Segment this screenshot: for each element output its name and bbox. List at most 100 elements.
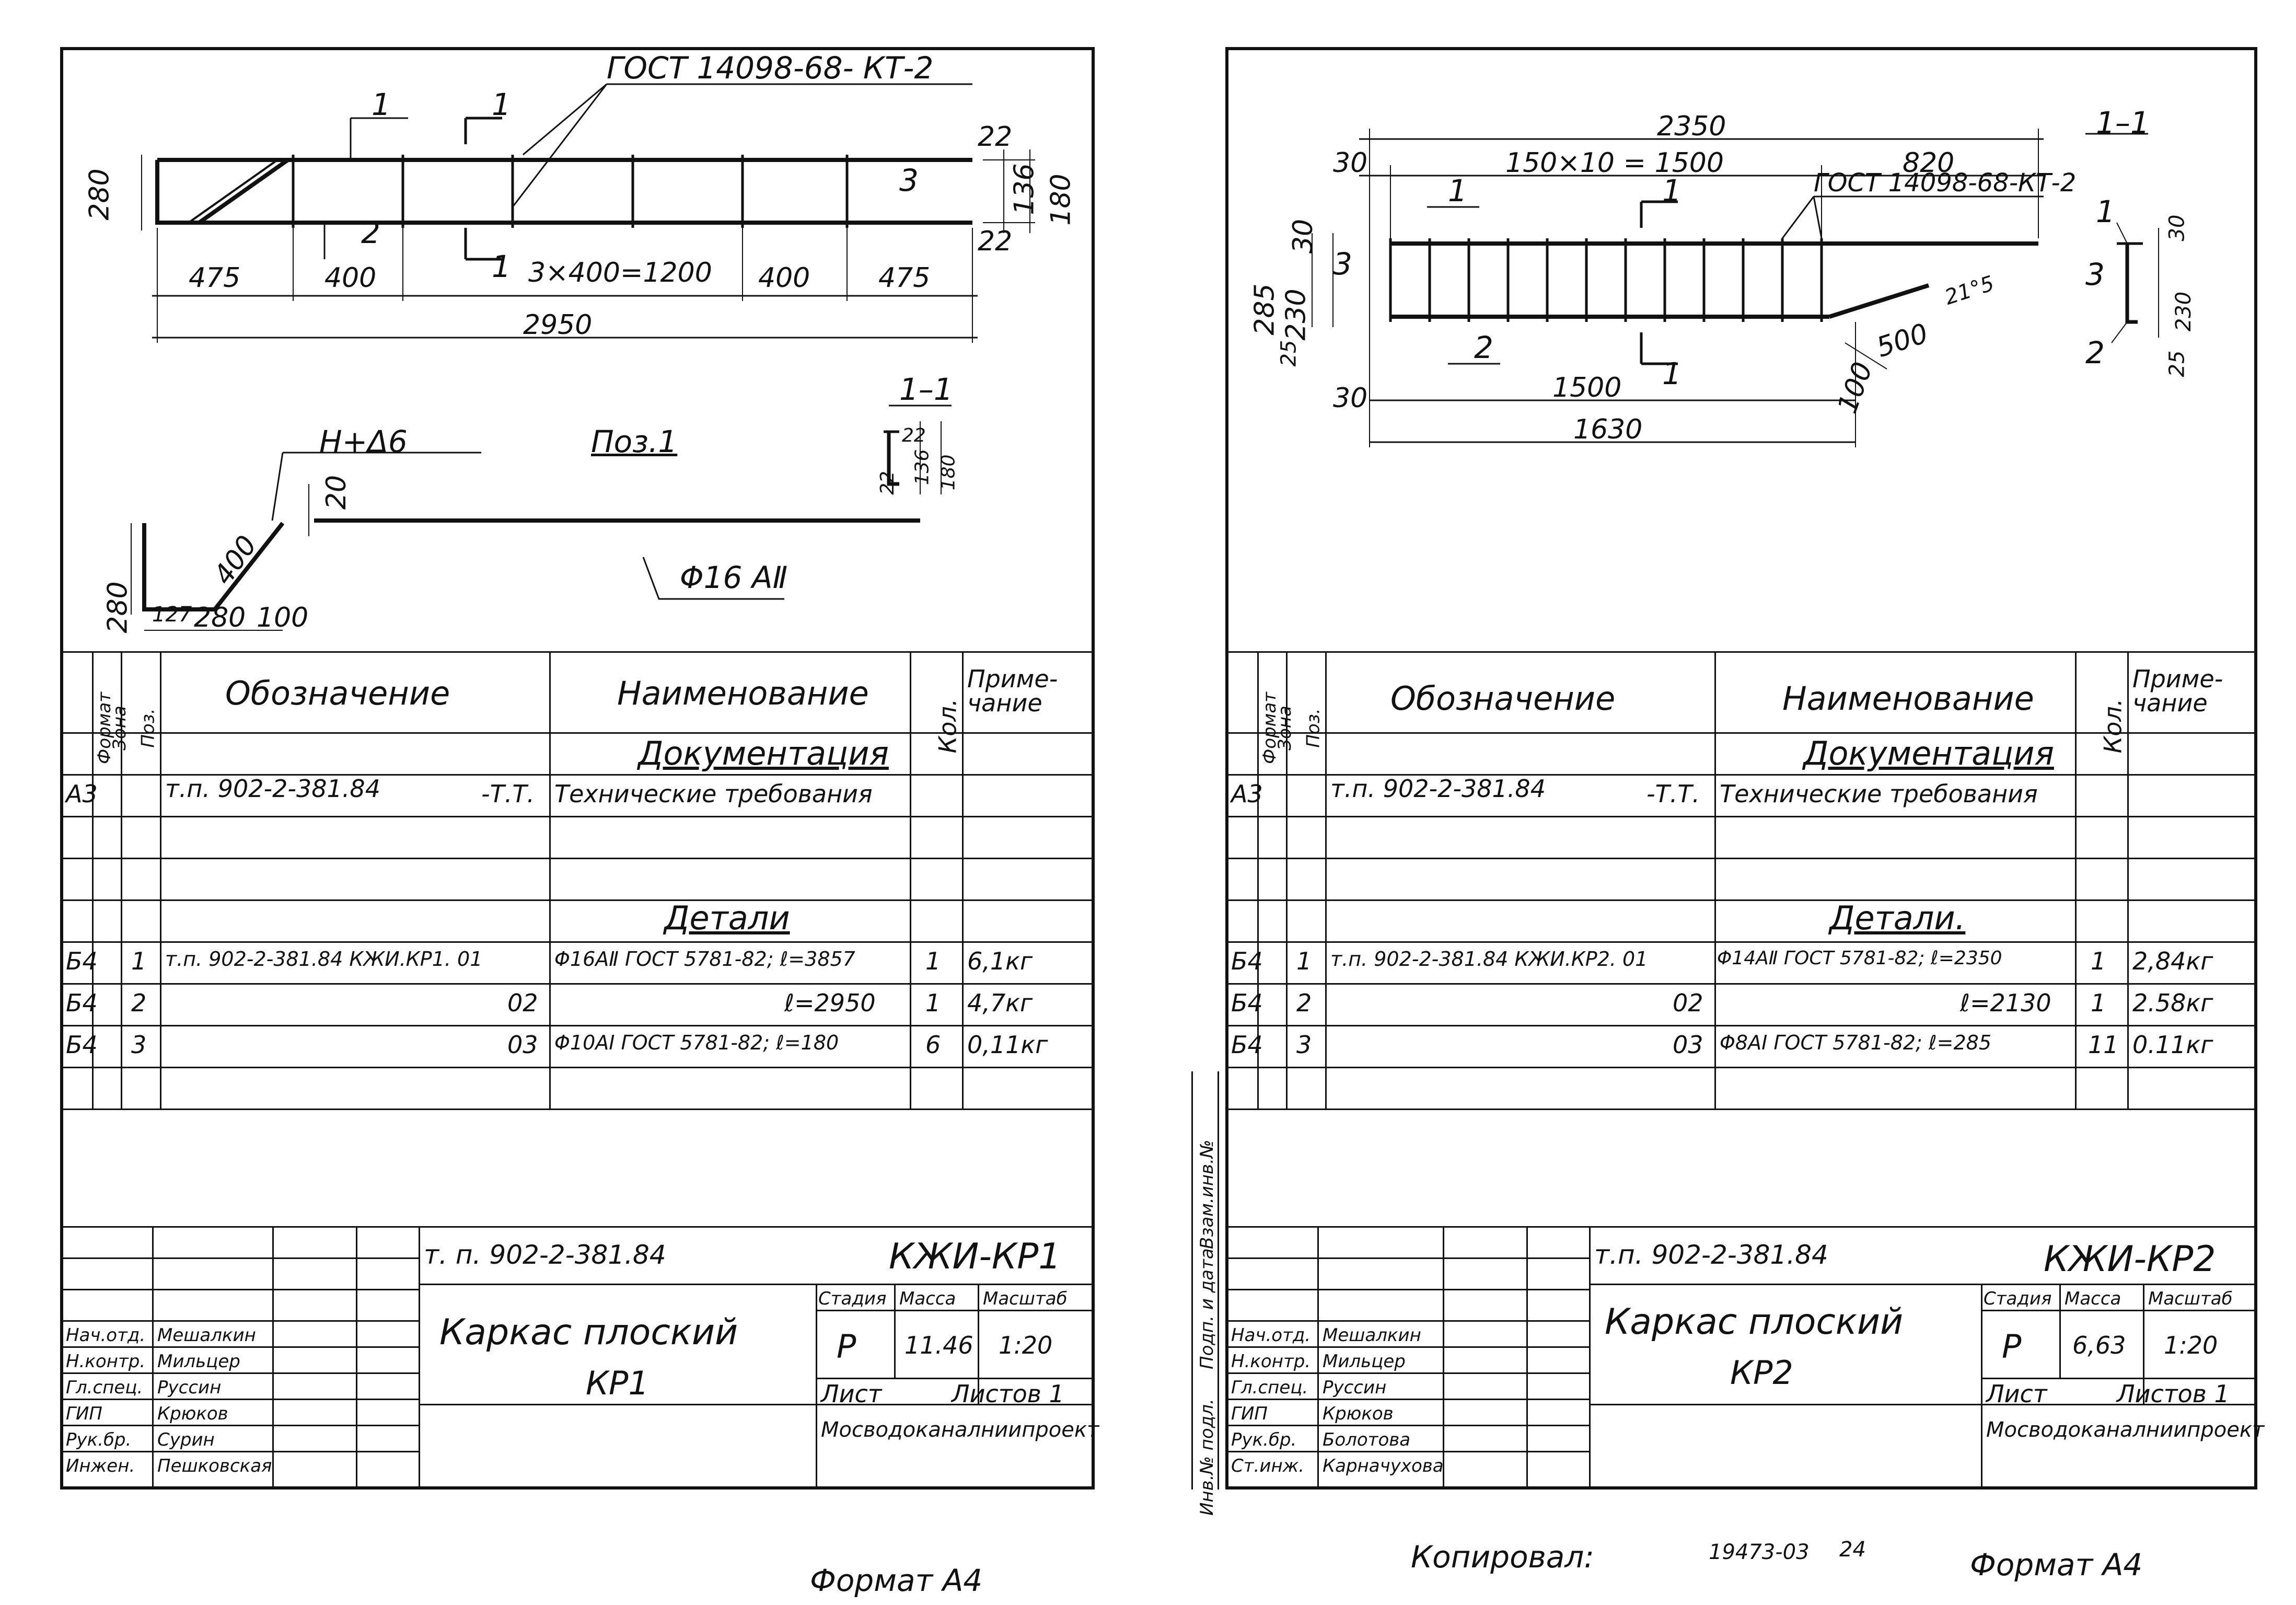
doc-section: Документация xyxy=(1803,734,2054,772)
role-1: Н.контр. xyxy=(1231,1351,1311,1372)
tb-code: КЖИ-КР2 xyxy=(2044,1239,2216,1280)
dim-h-top: 30 xyxy=(1288,218,1319,254)
hdr-pos: Поз. xyxy=(1303,708,1324,748)
role-3: ГИП xyxy=(1231,1403,1268,1424)
tb-mass: 6,63 xyxy=(2072,1331,2126,1359)
section-mark: 1 xyxy=(492,249,511,284)
tb-stage: Р xyxy=(837,1327,856,1366)
role-4: Рук.бр. xyxy=(66,1429,132,1450)
spec-top-line xyxy=(63,651,1092,653)
dim-400: 400 xyxy=(324,262,377,294)
dim-h-mid: 230 xyxy=(1280,288,1312,341)
tb-scale: 1:20 xyxy=(999,1331,1053,1359)
tb-sheet-h: Лист xyxy=(821,1380,882,1408)
format-label-left: Формат А4 xyxy=(810,1563,983,1598)
dim-h-bot: 25 xyxy=(1277,340,1301,367)
bend-b3: 100 xyxy=(257,602,309,633)
tb-project: т.п. 902-2-381.84 xyxy=(1594,1240,1828,1270)
name-1: Мильцер xyxy=(1323,1351,1406,1372)
format-label-right: Формат А4 xyxy=(1970,1547,2143,1583)
dim-mid: 3×400=1200 xyxy=(528,257,712,288)
bend-top: 20 xyxy=(321,475,353,510)
sheet-number: 19473-03 xyxy=(1709,1540,1810,1564)
doc-designation: т.п. 902-2-381.84 xyxy=(165,775,380,803)
hdr-note: Приме-чание xyxy=(967,665,1058,717)
tb-stage: Р xyxy=(2002,1327,2022,1366)
section-mark: 1 xyxy=(372,87,391,122)
gost-label-right: ГОСТ 14098-68-КТ-2 xyxy=(1814,168,2077,198)
pos-label-2: 2 xyxy=(361,215,380,250)
bend-b1: 127 xyxy=(152,603,192,627)
tb-mass-h: Масса xyxy=(899,1288,956,1309)
dim-height: 280 xyxy=(84,168,115,221)
sec-pos-1: 1 xyxy=(2096,194,2115,229)
bend-label: Н+Δ6 xyxy=(319,424,408,459)
dim-total: 2950 xyxy=(523,309,593,341)
tb-org: Мосводоканалниипроект xyxy=(1986,1418,2265,1442)
doc-designation: т.п. 902-2-381.84 xyxy=(1330,775,1546,803)
side-label-sign: Подп. и дата xyxy=(1197,1248,1217,1369)
name-0: Мешалкин xyxy=(157,1325,256,1346)
sec-dim-mid: 230 xyxy=(2172,291,2196,332)
dim-spacing: 150×10 = 1500 xyxy=(1505,147,1724,179)
drawing-right xyxy=(1312,129,2159,447)
detail-title: Поз.1 xyxy=(591,424,678,459)
parts-section: Детали. xyxy=(1829,899,1966,937)
dim-right-bot: 22 xyxy=(978,226,1013,257)
section-mark: 1 xyxy=(492,87,511,122)
role-1: Н.контр. xyxy=(66,1351,146,1372)
tb-code: КЖИ-КР1 xyxy=(889,1236,1061,1277)
bend-h: 280 xyxy=(102,581,134,633)
tb-sheet-h: Лист xyxy=(1986,1380,2047,1408)
dim-475b: 475 xyxy=(878,262,931,294)
dim-right-total: 180 xyxy=(1045,174,1077,226)
sheet-index: 24 xyxy=(1839,1538,1866,1562)
name-5: Пешковская xyxy=(157,1456,272,1476)
role-4: Рук.бр. xyxy=(1231,1429,1297,1450)
name-4: Болотова xyxy=(1323,1429,1411,1450)
section-title: 1–1 xyxy=(899,372,953,407)
hdr-name: Наименование xyxy=(617,674,869,712)
dim-right-mid: 136 xyxy=(1008,163,1040,215)
dim-400b: 400 xyxy=(758,262,810,294)
side-label-inv: Инв.№ подл. xyxy=(1197,1399,1217,1516)
pos-label-3: 3 xyxy=(899,163,919,198)
spec-top-line xyxy=(1228,651,2254,653)
pos-label-2: 2 xyxy=(1474,330,1493,365)
bend-b2: 280 xyxy=(194,602,246,633)
tb-subtitle: КР2 xyxy=(1730,1354,1793,1392)
hdr-qty: Кол. xyxy=(933,698,962,754)
doc-format: А3 xyxy=(1231,780,1263,808)
tb-sheets-h: Листов 1 xyxy=(2117,1380,2230,1408)
sec-dim-top: 30 xyxy=(2165,214,2189,241)
sec-dim-b: 136 xyxy=(911,449,933,486)
role-2: Гл.спец. xyxy=(66,1377,143,1398)
dim-bottom-total: 1630 xyxy=(1573,414,1643,445)
doc-suffix: -Т.Т. xyxy=(1646,780,1700,808)
dim-right-top: 22 xyxy=(978,121,1013,153)
sec-pos-3: 3 xyxy=(2085,257,2105,292)
hdr-qty: Кол. xyxy=(2098,698,2127,754)
title-block-top xyxy=(1228,1226,2254,1228)
hdr-name: Наименование xyxy=(1782,679,2034,718)
name-5: Карначухова xyxy=(1323,1456,1444,1476)
tb-mass-h: Масса xyxy=(2065,1288,2121,1309)
side-label-replace: Взам.инв.№ xyxy=(1197,1139,1217,1249)
pos-label-1: 1 xyxy=(1448,173,1467,209)
gost-label: ГОСТ 14098-68- КТ-2 xyxy=(607,50,934,86)
dim-right-len: 820 xyxy=(1903,147,1955,179)
name-4: Сурин xyxy=(157,1429,215,1450)
role-3: ГИП xyxy=(66,1403,102,1424)
role-0: Нач.отд. xyxy=(1231,1325,1311,1346)
role-2: Гл.спец. xyxy=(1231,1377,1308,1398)
section-title: 1–1 xyxy=(2096,105,2150,141)
hdr-note: Приме-чание xyxy=(2132,665,2223,717)
tb-sheets-h: Листов 1 xyxy=(952,1380,1064,1408)
name-2: Руссин xyxy=(1323,1377,1387,1398)
hdr-zone: Зона xyxy=(1274,706,1295,750)
hdr-pos: Поз. xyxy=(137,708,159,748)
dim-bottom-left: 30 xyxy=(1333,383,1368,414)
role-5: Ст.инж. xyxy=(1231,1456,1305,1476)
dim-h-total: 285 xyxy=(1249,283,1281,336)
dim-left-off: 30 xyxy=(1333,147,1368,179)
